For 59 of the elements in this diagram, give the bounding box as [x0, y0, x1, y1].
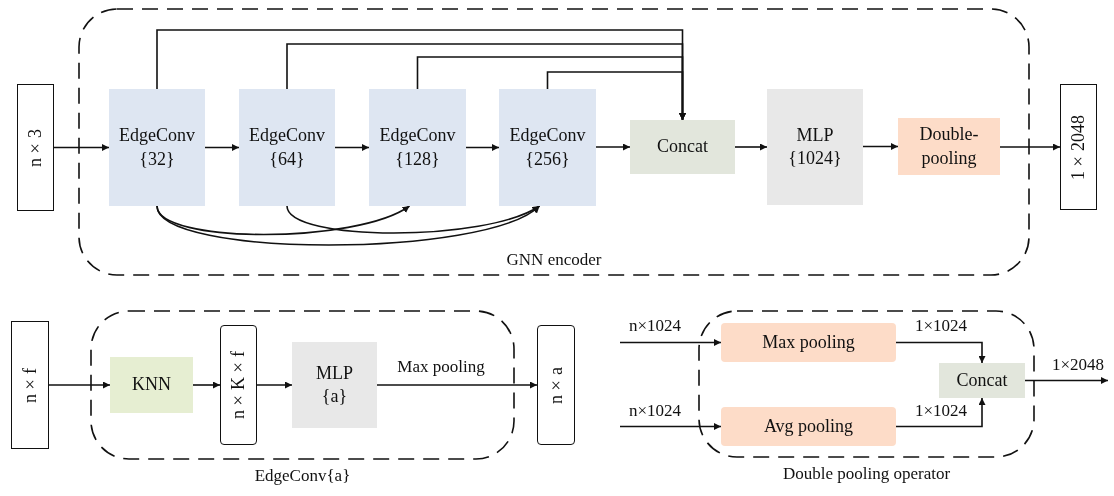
group-label: EdgeConv{a} — [254, 466, 351, 486]
arrow — [376, 381, 538, 389]
tensor-box — [1060, 84, 1097, 210]
arrow — [256, 381, 293, 389]
tensor-box — [11, 321, 49, 449]
process-box — [898, 118, 1000, 175]
process-box — [109, 89, 205, 206]
process-box — [721, 323, 896, 362]
tensor-label: 1×2048 — [1068, 114, 1089, 180]
tensor-box — [17, 84, 54, 211]
box-label: EdgeConv {256} — [508, 124, 587, 171]
arrow — [546, 71, 686, 121]
arrow — [192, 381, 221, 389]
tensor-label: n×f — [19, 367, 41, 403]
arrow — [286, 205, 541, 234]
process-box — [499, 89, 596, 206]
arrow — [895, 397, 986, 428]
arrow — [53, 144, 110, 151]
box-label: EdgeConv {128} — [378, 124, 457, 171]
arrow — [862, 143, 899, 150]
process-box — [110, 357, 193, 413]
arrow — [734, 143, 768, 151]
arrow — [1024, 377, 1109, 384]
tensor-label: n×3 — [25, 128, 46, 167]
arrow — [895, 341, 986, 364]
box-label: Concat — [657, 135, 708, 159]
arrow — [204, 144, 240, 151]
process-box — [630, 120, 735, 174]
box-label: Concat — [956, 368, 1008, 392]
box-label: MLP {a} — [315, 361, 354, 408]
arrow — [465, 144, 500, 151]
arrow — [619, 423, 722, 430]
tensor-box — [537, 325, 575, 445]
process-box — [939, 363, 1025, 398]
arrow — [619, 339, 722, 346]
box-label: MLP {1024} — [787, 123, 843, 170]
tensor-label: n×K×f — [228, 351, 249, 419]
edge-label: Max pooling — [395, 358, 487, 377]
group-label: Double pooling operator — [782, 464, 951, 484]
process-box — [721, 407, 896, 446]
process-box — [292, 342, 377, 428]
dashed-group-frame — [78, 8, 1030, 276]
arrow — [595, 143, 631, 151]
arrow — [156, 205, 541, 246]
box-label: EdgeConv {32} — [118, 124, 196, 171]
process-box — [369, 89, 466, 206]
arrow — [48, 381, 111, 389]
arrow — [334, 144, 370, 151]
box-label: EdgeConv {64} — [248, 124, 326, 171]
tensor-box — [220, 325, 257, 445]
box-label: Double-pooling — [918, 123, 980, 170]
box-label: Max pooling — [762, 330, 855, 354]
box-label: Avg pooling — [763, 414, 854, 438]
process-box — [767, 89, 863, 205]
tensor-label: n×a — [545, 366, 567, 404]
process-box — [239, 89, 335, 206]
group-label: GNN encoder — [506, 250, 602, 270]
box-label: KNN — [132, 373, 171, 397]
arrow — [999, 143, 1061, 151]
